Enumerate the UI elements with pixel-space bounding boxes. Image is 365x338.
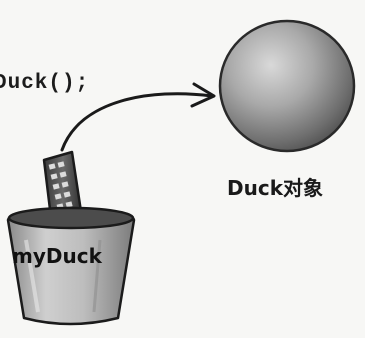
reference-arrow xyxy=(60,82,216,152)
reference-variable-label: myDuck xyxy=(12,244,102,268)
code-snippet: Duck(); xyxy=(0,72,90,95)
duck-object-label: Duck对象 xyxy=(227,176,323,200)
variable-cup xyxy=(6,206,136,326)
duck-object-sphere xyxy=(218,19,356,153)
